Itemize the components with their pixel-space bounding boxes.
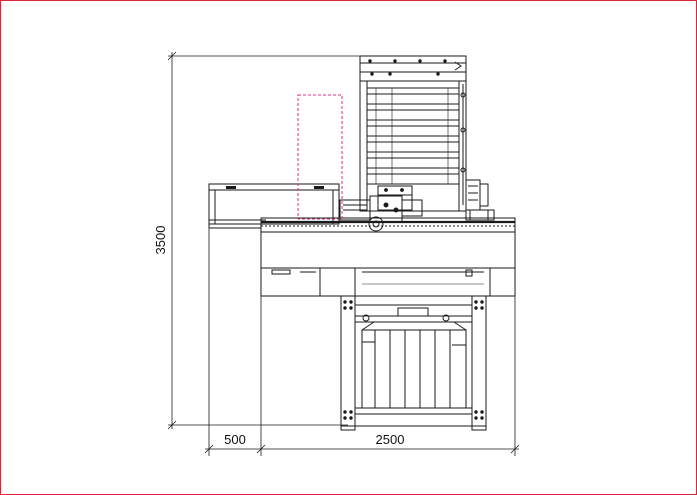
- height-dimension: [167, 51, 360, 430]
- conveyor-rail: [260, 195, 516, 233]
- lower-frame: [340, 295, 487, 431]
- upper-tower: [359, 55, 489, 212]
- width-main-dimension-label: 2500: [376, 432, 405, 447]
- height-dimension-label: 3500: [153, 226, 168, 255]
- highlight-region: [297, 94, 343, 220]
- width-left-dimension-label: 500: [224, 432, 246, 447]
- main-body: [260, 231, 516, 297]
- left-table: [208, 183, 340, 229]
- width-dimension: [204, 228, 520, 456]
